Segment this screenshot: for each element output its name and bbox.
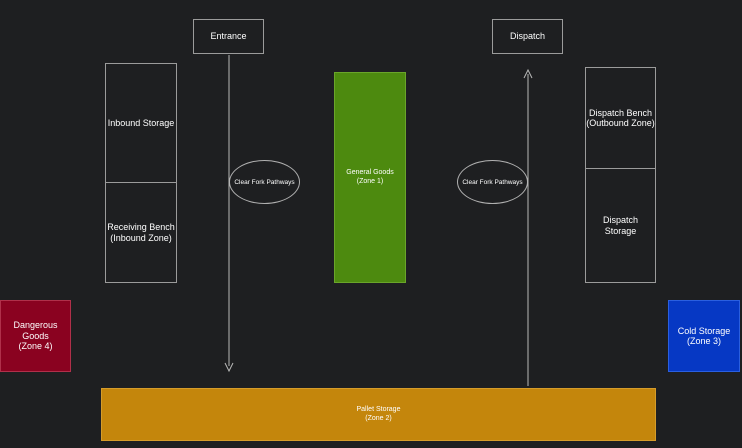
receiving-bench-node[interactable]: Receiving Bench (Inbound Zone) bbox=[105, 182, 177, 283]
dispatch-storage-node[interactable]: Dispatch Storage bbox=[585, 168, 656, 283]
dispatch-label: Dispatch bbox=[509, 31, 545, 42]
pallet-storage-node[interactable]: Pallet Storage (Zone 2) bbox=[101, 388, 656, 441]
general-goods-node[interactable]: General Goods (Zone 1) bbox=[334, 72, 406, 283]
entrance-label: Entrance bbox=[210, 31, 247, 42]
dangerous-goods-node[interactable]: Dangerous Goods (Zone 4) bbox=[0, 300, 71, 372]
dispatch-storage-label: Dispatch Storage bbox=[602, 215, 638, 236]
general-goods-label: General Goods (Zone 1) bbox=[346, 169, 394, 185]
entrance-to-pallet-arrow bbox=[224, 55, 234, 373]
receiving-bench-label: Receiving Bench (Inbound Zone) bbox=[107, 222, 175, 243]
pathway-right-label: Clear Fork Pathways bbox=[462, 178, 523, 186]
cold-storage-node[interactable]: Cold Storage (Zone 3) bbox=[668, 300, 740, 372]
inbound-storage-node[interactable]: Inbound Storage bbox=[105, 63, 177, 183]
entrance-node[interactable]: Entrance bbox=[193, 19, 264, 54]
pathway-left-ellipse[interactable]: Clear Fork Pathways bbox=[229, 160, 300, 204]
pallet-storage-label: Pallet Storage (Zone 2) bbox=[356, 406, 401, 422]
pallet-to-dispatch-arrow bbox=[523, 68, 533, 386]
pathway-right-ellipse[interactable]: Clear Fork Pathways bbox=[457, 160, 528, 204]
cold-storage-label: Cold Storage (Zone 3) bbox=[677, 325, 731, 346]
pathway-left-label: Clear Fork Pathways bbox=[234, 178, 295, 186]
dangerous-goods-label: Dangerous Goods (Zone 4) bbox=[13, 320, 58, 352]
dispatch-bench-node[interactable]: Dispatch Bench (Outbound Zone) bbox=[585, 67, 656, 169]
inbound-storage-label: Inbound Storage bbox=[107, 117, 175, 128]
dispatch-node[interactable]: Dispatch bbox=[492, 19, 563, 54]
dispatch-bench-label: Dispatch Bench (Outbound Zone) bbox=[586, 107, 655, 128]
